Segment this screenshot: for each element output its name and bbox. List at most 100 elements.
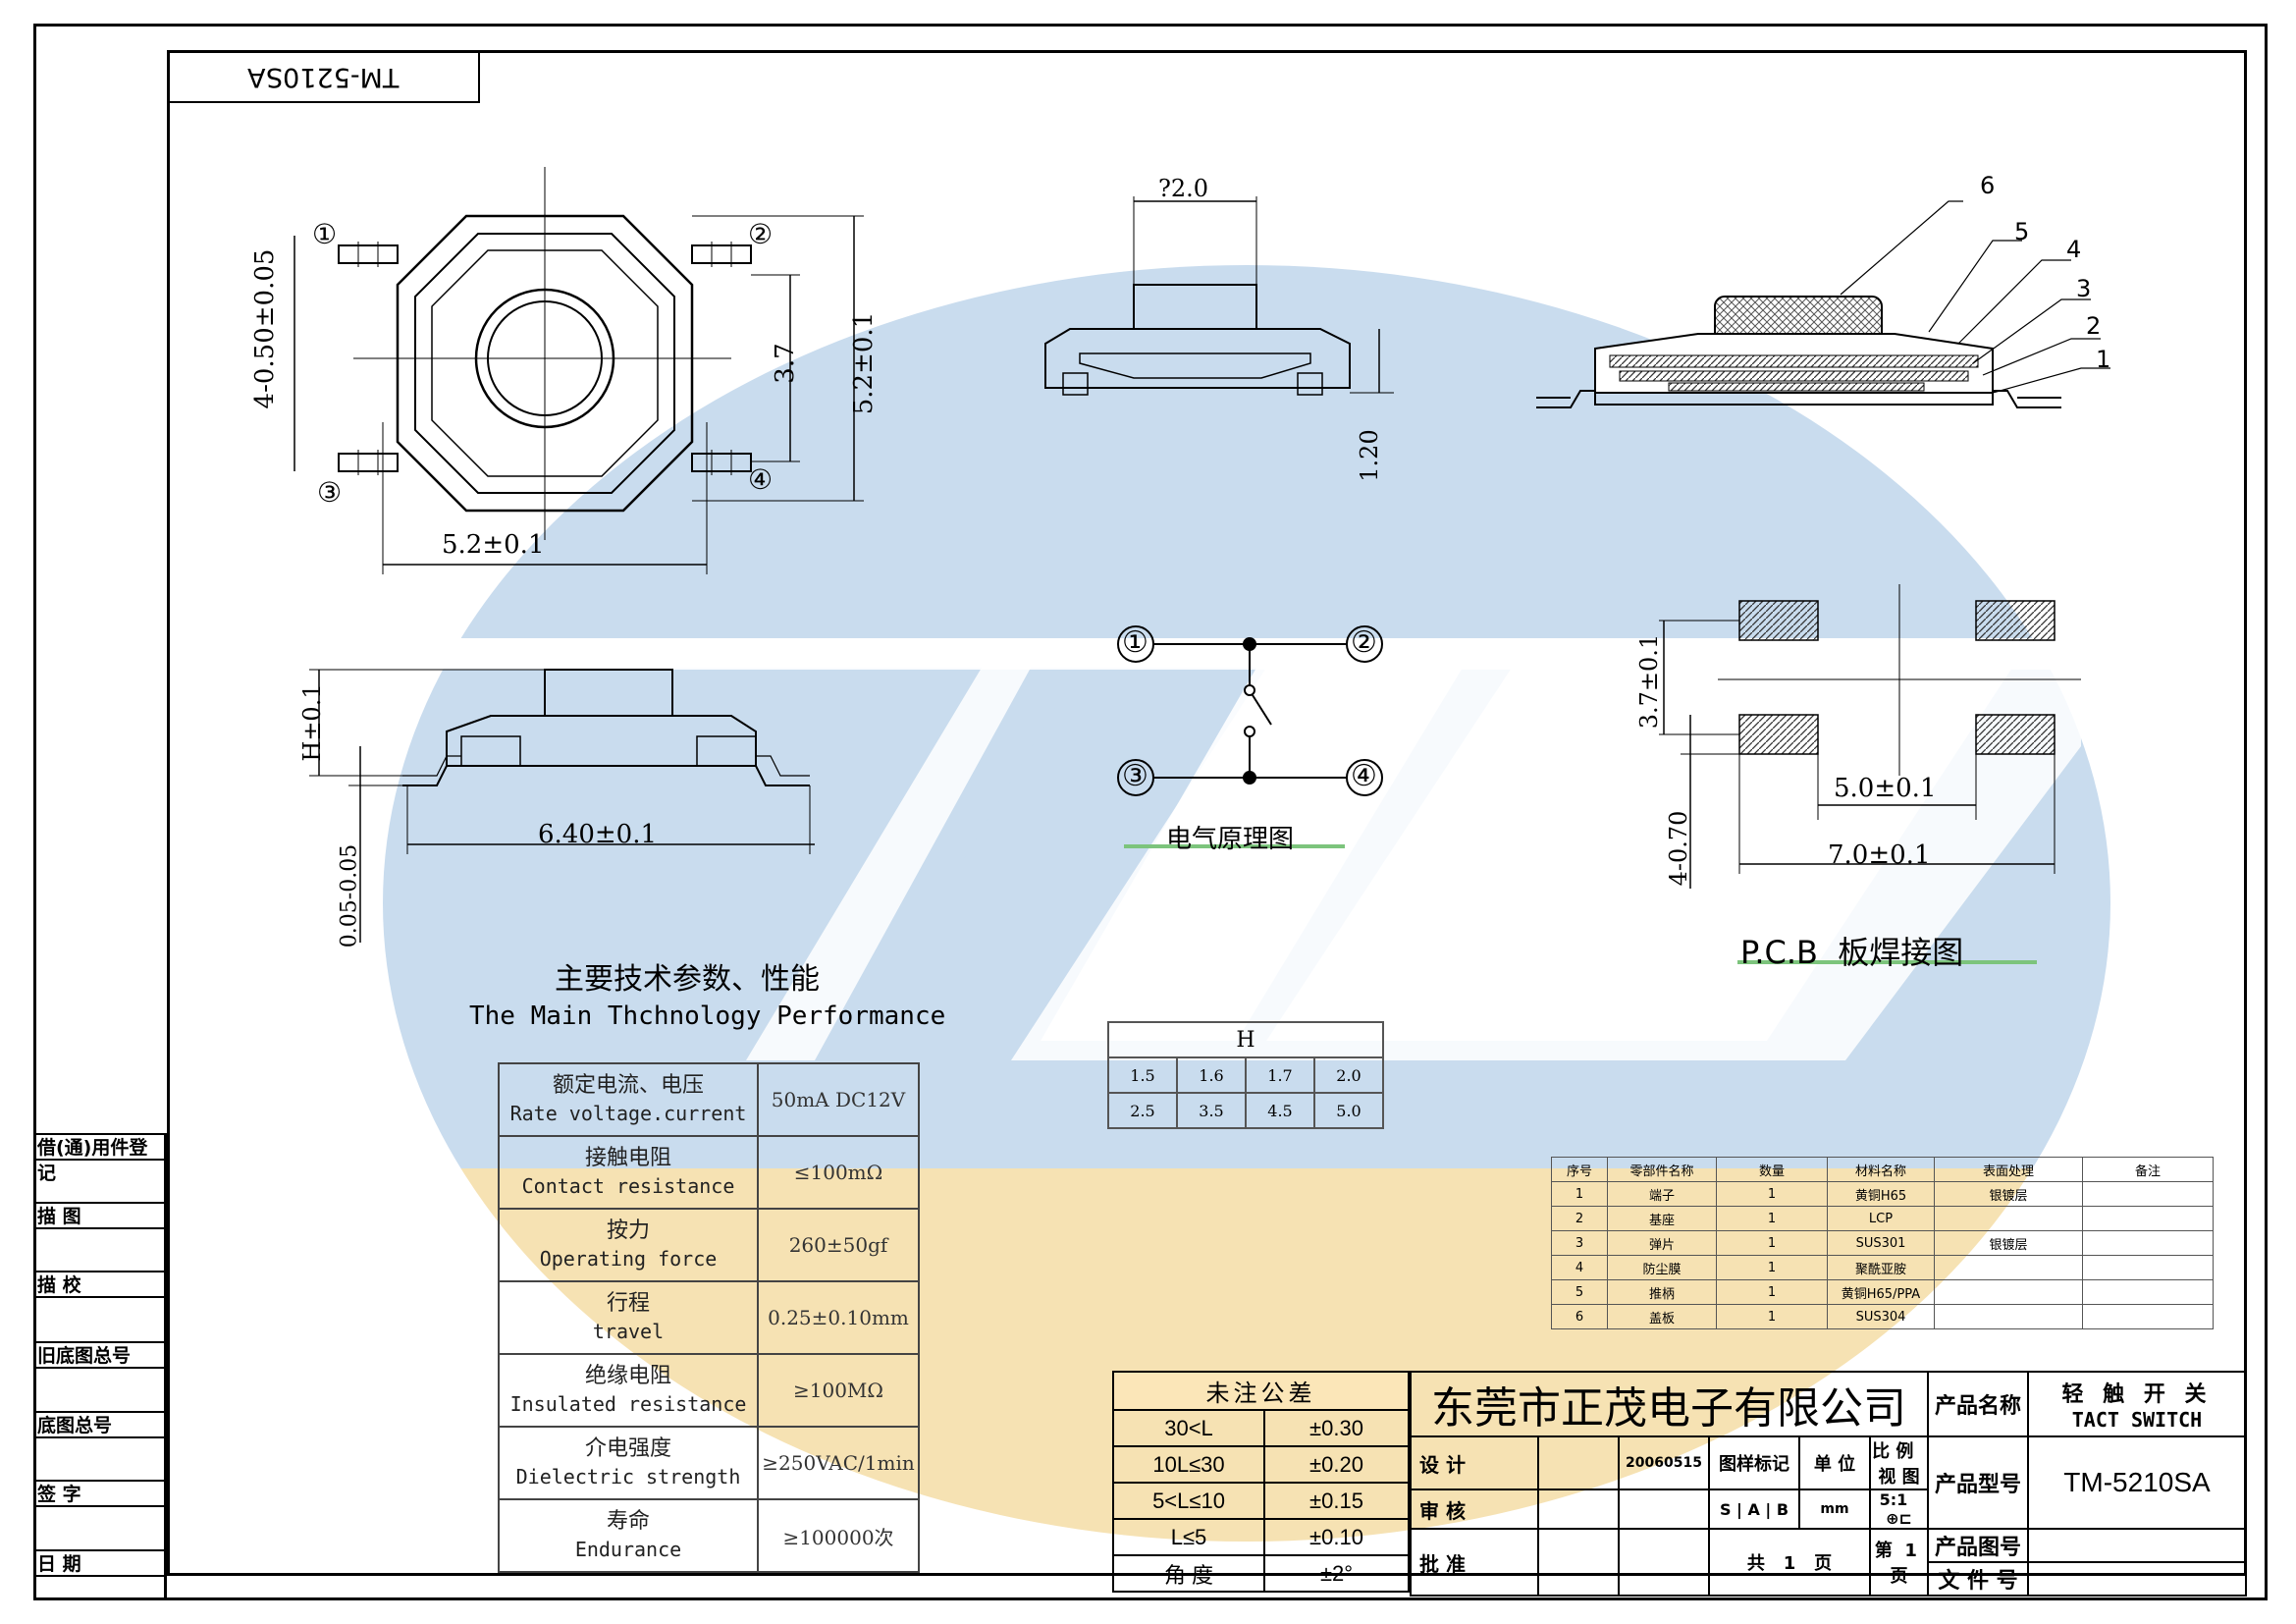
register-row: 描 图 xyxy=(33,1202,164,1229)
parts-cell: 1 xyxy=(1551,1181,1608,1207)
tolerance-row: L≤5 ±0.10 xyxy=(1112,1518,1410,1556)
param-cn: 接触电阻 xyxy=(584,1146,671,1170)
parts-cell xyxy=(1934,1304,2083,1329)
unit-label: 单 位 xyxy=(1798,1435,1871,1490)
performance-title-cn: 主要技术参数、性能 xyxy=(555,962,820,997)
h-cell: 2.0 xyxy=(1313,1056,1384,1094)
performance-param: 介电强度 Dielectric strength xyxy=(498,1426,759,1500)
margin-register: 借(通)用件登记描 图描 校旧底图总号底图总号签 字日 期 xyxy=(33,1133,167,1600)
register-blank xyxy=(33,1436,164,1480)
parts-cell xyxy=(2082,1181,2214,1207)
projection-symbol-icon: ⊕⊏ xyxy=(1886,1509,1912,1528)
parts-cell: 1 xyxy=(1716,1279,1828,1305)
h-cell: 5.0 xyxy=(1313,1092,1384,1129)
tolerance-range: L≤5 xyxy=(1112,1518,1265,1556)
performance-value: 260±50gf xyxy=(757,1208,920,1282)
performance-param: 接触电阻 Contact resistance xyxy=(498,1135,759,1210)
param-en: Contact resistance xyxy=(521,1174,735,1198)
param-en: Endurance xyxy=(574,1538,682,1561)
pin-label-4: ④ xyxy=(748,463,774,496)
schematic xyxy=(1117,625,1383,848)
dim-height-h: H±0.1 xyxy=(298,683,326,762)
parts-cell: 4 xyxy=(1551,1255,1608,1280)
design-label: 设 计 xyxy=(1410,1435,1539,1490)
parts-cell xyxy=(2082,1206,2214,1231)
dim-body-width: 5.2±0.1 xyxy=(442,530,545,560)
mark-a: A xyxy=(1747,1499,1760,1519)
param-cn: 寿命 xyxy=(606,1509,650,1534)
performance-param: 寿命 Endurance xyxy=(498,1498,759,1573)
tolerance-title: 未注公差 xyxy=(1112,1371,1410,1411)
param-en: Dielectric strength xyxy=(515,1465,741,1489)
param-en: Operating force xyxy=(539,1247,718,1271)
performance-row: 寿命 Endurance ≥100000次 xyxy=(498,1498,920,1573)
parts-cell xyxy=(2082,1255,2214,1280)
performance-value: 50mA DC12V xyxy=(757,1062,920,1137)
dim-overall-length: 6.40±0.1 xyxy=(538,820,658,849)
pin-label-1: ① xyxy=(312,218,338,250)
parts-cell xyxy=(2082,1304,2214,1329)
param-en: Rate voltage.current xyxy=(509,1102,747,1125)
parts-cell: 银镀层 xyxy=(1934,1181,2083,1207)
register-row: 旧底图总号 xyxy=(33,1341,164,1369)
scale-view-labels: 比 例 视 图 xyxy=(1869,1435,1929,1490)
scale-label: 比 例 xyxy=(1872,1441,1914,1462)
scale-value: 5:1 xyxy=(1879,1490,1908,1509)
parts-header: 材料名称 xyxy=(1827,1157,1935,1182)
tolerance-value: ±0.20 xyxy=(1263,1445,1410,1484)
h-table: H 1.5 1.6 1.7 2.0 2.5 3.5 4.5 5.0 xyxy=(1107,1021,1384,1129)
schematic-pin-2: ② xyxy=(1351,625,1377,660)
parts-cell: 黄铜H65/PPA xyxy=(1827,1279,1935,1305)
register-blank xyxy=(33,1227,164,1271)
performance-param: 绝缘电阻 Insulated resistance xyxy=(498,1353,759,1428)
callout-3: 3 xyxy=(2076,275,2092,302)
drawing-no-value xyxy=(2027,1528,2247,1597)
parts-header: 序号 xyxy=(1551,1157,1608,1182)
mark-b: B xyxy=(1776,1499,1789,1519)
parts-cell xyxy=(2082,1279,2214,1305)
designer-cell xyxy=(1537,1435,1620,1490)
h-cell: 1.5 xyxy=(1107,1056,1178,1094)
register-row: 描 校 xyxy=(33,1271,164,1298)
tolerance-value: ±0.10 xyxy=(1263,1518,1410,1556)
param-cn: 按力 xyxy=(606,1218,650,1243)
parts-header: 备注 xyxy=(2082,1157,2214,1182)
param-cn: 绝缘电阻 xyxy=(584,1364,671,1388)
parts-cell xyxy=(1934,1279,2083,1305)
param-en: Insulated resistance xyxy=(509,1392,747,1416)
parts-header: 零部件名称 xyxy=(1607,1157,1717,1182)
performance-title-en: The Main Thchnology Performance xyxy=(469,1001,946,1031)
scale-view-cell: 5:1 ⊕⊏ xyxy=(1869,1489,1929,1530)
callout-2: 2 xyxy=(2086,312,2102,340)
product-model: TM-5210SA xyxy=(2027,1435,2247,1530)
blank-cell xyxy=(1618,1489,1710,1530)
tolerance-row: 5<L≤10 ±0.15 xyxy=(1112,1482,1410,1520)
param-cn: 额定电流、电压 xyxy=(552,1073,704,1098)
parts-cell xyxy=(1934,1206,2083,1231)
parts-cell: SUS301 xyxy=(1827,1230,1935,1256)
performance-value: ≥100000次 xyxy=(757,1498,920,1573)
dim-stem-diameter: ?2.0 xyxy=(1158,175,1209,202)
product-name-cn: 轻 触 开 关 xyxy=(2061,1382,2213,1407)
callout-4: 4 xyxy=(2066,236,2082,263)
pin-label-3: ③ xyxy=(317,476,343,509)
performance-row: 行程 travel 0.25±0.10mm xyxy=(498,1280,920,1355)
performance-row: 绝缘电阻 Insulated resistance ≥100MΩ xyxy=(498,1353,920,1428)
drawing-code-box: TM-5210SA xyxy=(167,50,480,103)
callout-1: 1 xyxy=(2096,346,2111,373)
h-cell: 1.6 xyxy=(1176,1056,1247,1094)
parts-cell: 基座 xyxy=(1607,1206,1717,1231)
callout-6: 6 xyxy=(1980,172,1996,199)
register-row: 借(通)用件登记 xyxy=(33,1133,164,1186)
performance-param: 行程 travel xyxy=(498,1280,759,1355)
outer-frame xyxy=(33,24,2268,1600)
param-en: travel xyxy=(592,1320,665,1343)
register-blank xyxy=(33,1505,164,1549)
total-pages: 共 1 页 xyxy=(1708,1528,1871,1597)
title-block: 东莞市正茂电子有限公司 产品名称 轻 触 开 关 TACT SWITCH 设 计… xyxy=(1410,1371,2247,1597)
